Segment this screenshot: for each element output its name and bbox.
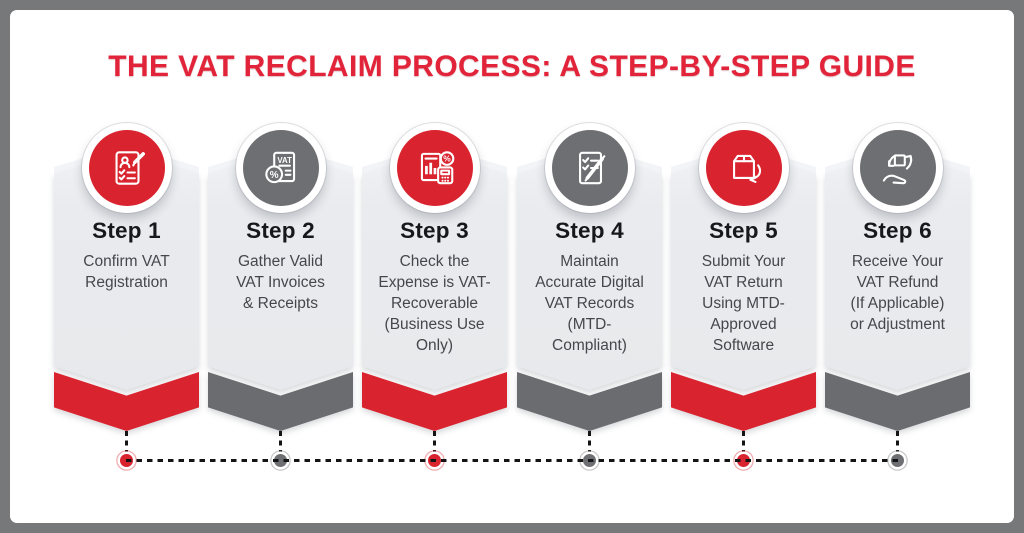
step-column-1: Step 1 Confirm VAT Registration <box>54 10 199 523</box>
step-label: Step 5 <box>709 218 778 243</box>
step-description: Check the Expense is VAT- Recoverable (B… <box>378 253 491 354</box>
dashed-connector-vertical <box>279 431 282 452</box>
step-4-icon-circle <box>544 123 635 213</box>
box-return-arrow-icon <box>705 130 782 206</box>
dashed-connector-vertical <box>742 431 745 452</box>
step-description: Maintain Accurate Digital VAT Records (M… <box>535 253 644 354</box>
step-column-3: % Step 3 Check the Expense is VAT- Recov… <box>362 10 507 523</box>
step-column-5: Step 5 Submit Your VAT Return Using MTD-… <box>671 10 816 523</box>
svg-text:%: % <box>269 170 278 181</box>
infographic-card: THE VAT RECLAIM PROCESS: A STEP-BY-STEP … <box>10 10 1014 523</box>
dashed-connector-vertical <box>588 431 591 452</box>
step-description: Submit Your VAT Return Using MTD- Approv… <box>701 253 786 354</box>
step-5-icon-circle <box>698 123 789 213</box>
step-3-icon-circle: % <box>389 123 480 213</box>
svg-text:%: % <box>443 154 451 164</box>
step-6-icon-circle <box>852 123 943 213</box>
step-column-6: Step 6 Receive Your VAT Refund (If Appli… <box>825 10 970 523</box>
step-description: Gather Valid VAT Invoices & Receipts <box>236 253 325 312</box>
hand-refund-box-icon <box>859 130 936 206</box>
step-description: Receive Your VAT Refund (If Applicable) … <box>850 253 945 333</box>
step-2-icon-circle: VAT % <box>235 123 326 213</box>
dashed-connector-vertical <box>896 431 899 452</box>
step-description: Confirm VAT Registration <box>83 253 170 291</box>
step-label: Step 6 <box>863 218 932 243</box>
step-column-2: VAT % Step 2 Gather Valid VAT Invoices &… <box>208 10 353 523</box>
step-label: Step 2 <box>246 218 315 243</box>
step-column-4: Step 4 Maintain Accurate Digital VAT Rec… <box>517 10 662 523</box>
svg-text:VAT: VAT <box>277 156 292 165</box>
checklist-pencil-icon <box>551 130 628 206</box>
dashed-connector-vertical <box>125 431 128 452</box>
step-label: Step 1 <box>92 218 161 243</box>
timeline-dashed-line <box>126 459 898 462</box>
step-label: Step 3 <box>400 218 469 243</box>
report-calculator-percent-icon: % <box>396 130 473 206</box>
dashed-connector-vertical <box>433 431 436 452</box>
page-title: THE VAT RECLAIM PROCESS: A STEP-BY-STEP … <box>108 50 916 83</box>
clipboard-user-checklist-icon <box>88 130 165 206</box>
vat-invoice-percent-icon: VAT % <box>242 130 319 206</box>
step-1-icon-circle <box>81 123 172 213</box>
step-label: Step 4 <box>555 218 624 243</box>
